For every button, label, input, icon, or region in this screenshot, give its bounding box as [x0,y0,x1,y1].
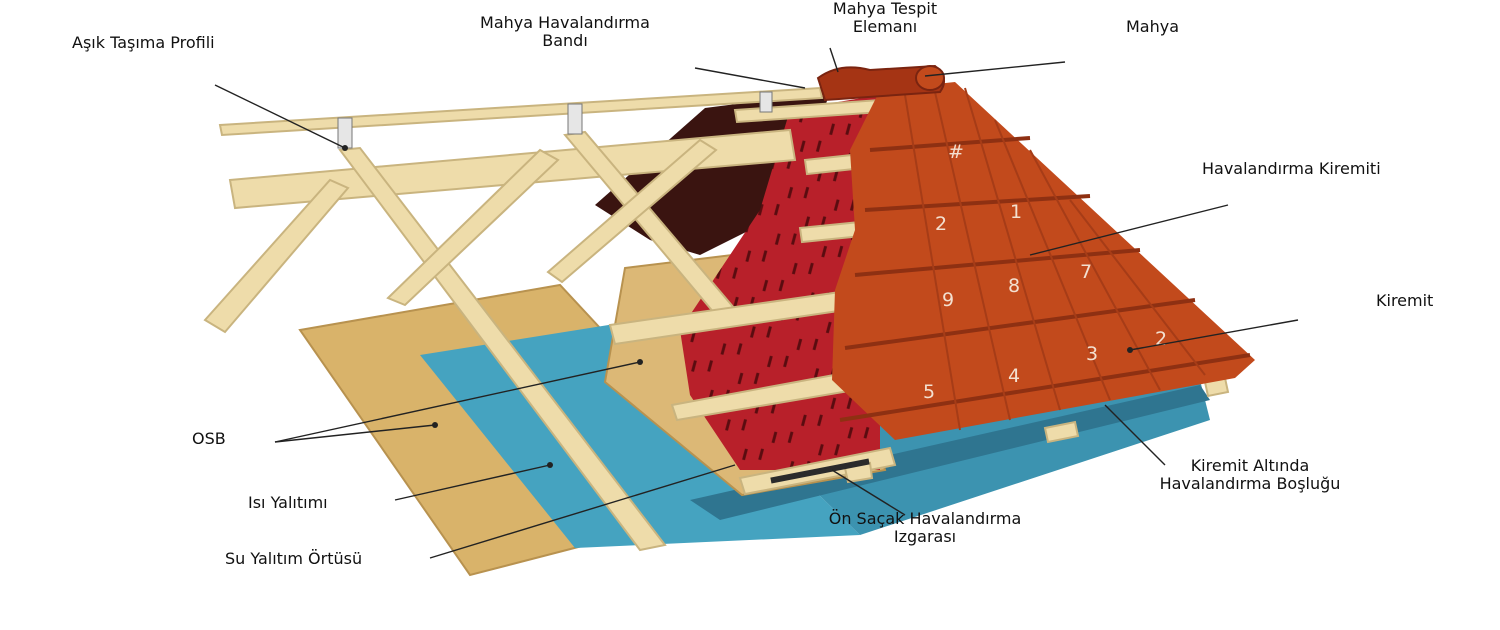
tile-number: 9 [942,289,954,311]
tile-number: 7 [1080,261,1092,283]
label-mahya-tespit-elemani: Mahya Tespit Elemanı [795,0,975,36]
tile-number: # [948,141,964,163]
tile-number: 8 [1008,275,1020,297]
timber-frame [203,86,1230,552]
tile-number: 4 [1008,365,1020,387]
label-osb: OSB [192,429,226,448]
leader-dots [342,145,1133,468]
purlin-profile-clips [337,91,773,149]
label-line: Bandı [542,31,588,50]
label-kiremit-altinda-havalandirma-boslugu: Kiremit Altında Havalandırma Boşluğu [1110,457,1390,493]
membrane-edge [690,385,1210,520]
tile-field [832,82,1255,440]
label-on-sacak-havalandirma-izgarasi: Ön Saçak Havalandırma Izgarası [780,510,1070,546]
label-su-yalitim-ortusu: Su Yalıtım Örtüsü [225,549,363,568]
label-mahya: Mahya [1126,17,1180,36]
label-asik-tasima-profili: Aşık Taşıma Profili [72,33,215,52]
tile-number: 5 [923,381,935,403]
label-mahya-havalandirma-bandi: Mahya Havalandırma Bandı [440,14,690,50]
tile-number: 1 [1010,201,1022,223]
label-havalandirma-kiremiti: Havalandırma Kiremiti [1202,159,1381,178]
tile-number: 3 [1086,343,1098,365]
label-isi-yalitimi: Isı Yalıtımı [248,493,328,512]
tile-number: 2 [935,213,947,235]
leader-lines [214,47,1299,559]
label-line: Havalandırma Boşluğu [1159,474,1341,493]
label-line: Izgarası [893,527,957,546]
label-line: Elemanı [852,17,918,36]
label-line: Mahya Havalandırma [480,13,650,32]
eave-vent-grill [770,458,870,484]
ridge-cap-end [915,65,945,91]
label-kiremit: Kiremit [1376,291,1434,310]
label-line: Kiremit Altında [1190,456,1310,475]
tile-ribs [904,87,1206,431]
label-line: Ön Saçak Havalandırma [828,509,1022,528]
label-line: Mahya Tespit [832,0,938,18]
tile-number: 2 [1155,328,1167,350]
tile-courses [839,136,1251,422]
